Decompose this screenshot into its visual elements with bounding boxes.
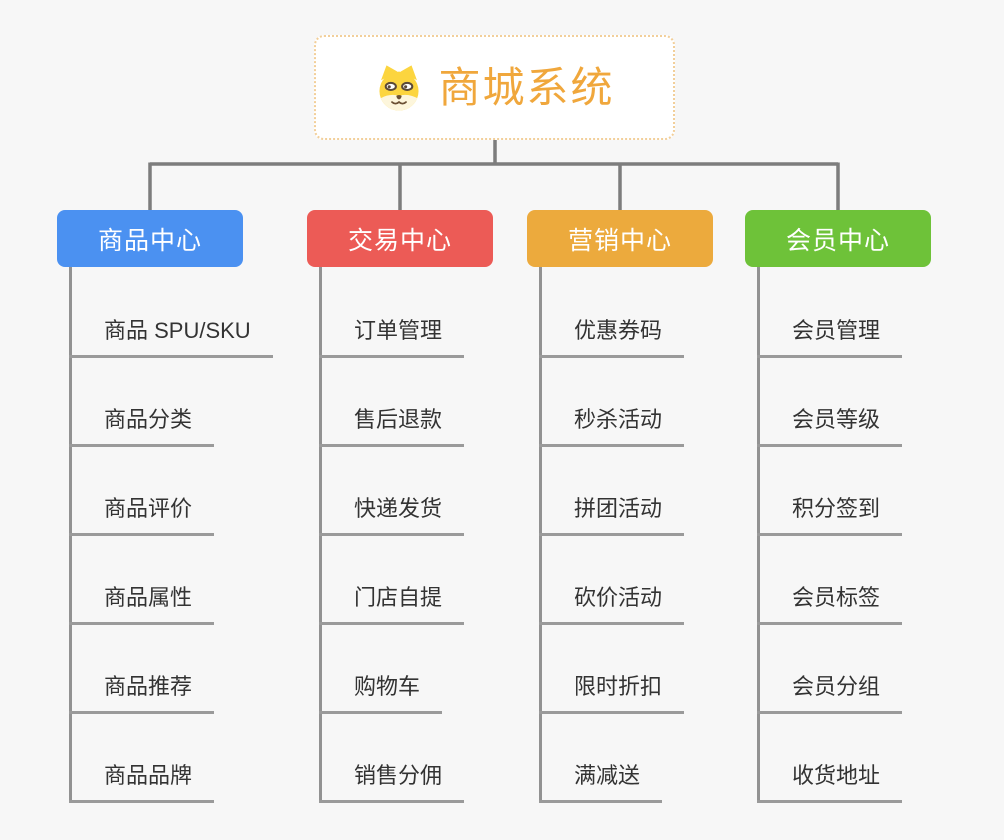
- leaf-node[interactable]: 商品品牌: [69, 761, 215, 803]
- branch-header-members[interactable]: 会员中心: [745, 210, 931, 267]
- leaf-node[interactable]: 会员标签: [757, 583, 903, 625]
- leaf-node[interactable]: 积分签到: [757, 494, 903, 536]
- leaf-node[interactable]: 订单管理: [319, 316, 465, 358]
- leaf-node[interactable]: 会员等级: [757, 405, 903, 447]
- leaf-node[interactable]: 秒杀活动: [539, 405, 685, 447]
- leaf-node[interactable]: 满减送: [539, 761, 663, 803]
- leaf-node[interactable]: 商品评价: [69, 494, 215, 536]
- leaf-node[interactable]: 售后退款: [319, 405, 465, 447]
- leaf-node[interactable]: 会员管理: [757, 316, 903, 358]
- leaf-node[interactable]: 砍价活动: [539, 583, 685, 625]
- leaf-node[interactable]: 商品推荐: [69, 672, 215, 714]
- leaf-node[interactable]: 限时折扣: [539, 672, 685, 714]
- branch-label: 交易中心: [347, 226, 452, 255]
- branch-header-marketing[interactable]: 营销中心: [527, 210, 713, 267]
- leaf-node[interactable]: 商品属性: [69, 583, 215, 625]
- branch-label: 商品中心: [97, 226, 202, 255]
- leaf-node[interactable]: 会员分组: [757, 672, 903, 714]
- leaf-node[interactable]: 优惠券码: [539, 316, 685, 358]
- leaf-node[interactable]: 购物车: [319, 672, 443, 714]
- root-title: 商城系统: [438, 63, 615, 111]
- leaf-node[interactable]: 门店自提: [319, 583, 465, 625]
- leaf-node[interactable]: 商品分类: [69, 405, 215, 447]
- leaf-node[interactable]: 拼团活动: [539, 494, 685, 536]
- leaf-node[interactable]: 快递发货: [319, 494, 465, 536]
- root-node[interactable]: 商城系统: [314, 35, 675, 140]
- branch-label: 会员中心: [785, 226, 890, 255]
- leaf-node[interactable]: 销售分佣: [319, 761, 465, 803]
- leaf-node[interactable]: 商品 SPU/SKU: [69, 316, 273, 358]
- branch-header-trade[interactable]: 交易中心: [307, 210, 493, 267]
- branch-label: 营销中心: [567, 226, 672, 255]
- branch-header-products[interactable]: 商品中心: [57, 210, 243, 267]
- dog-face-icon: [379, 64, 420, 111]
- leaf-node[interactable]: 收货地址: [757, 761, 903, 803]
